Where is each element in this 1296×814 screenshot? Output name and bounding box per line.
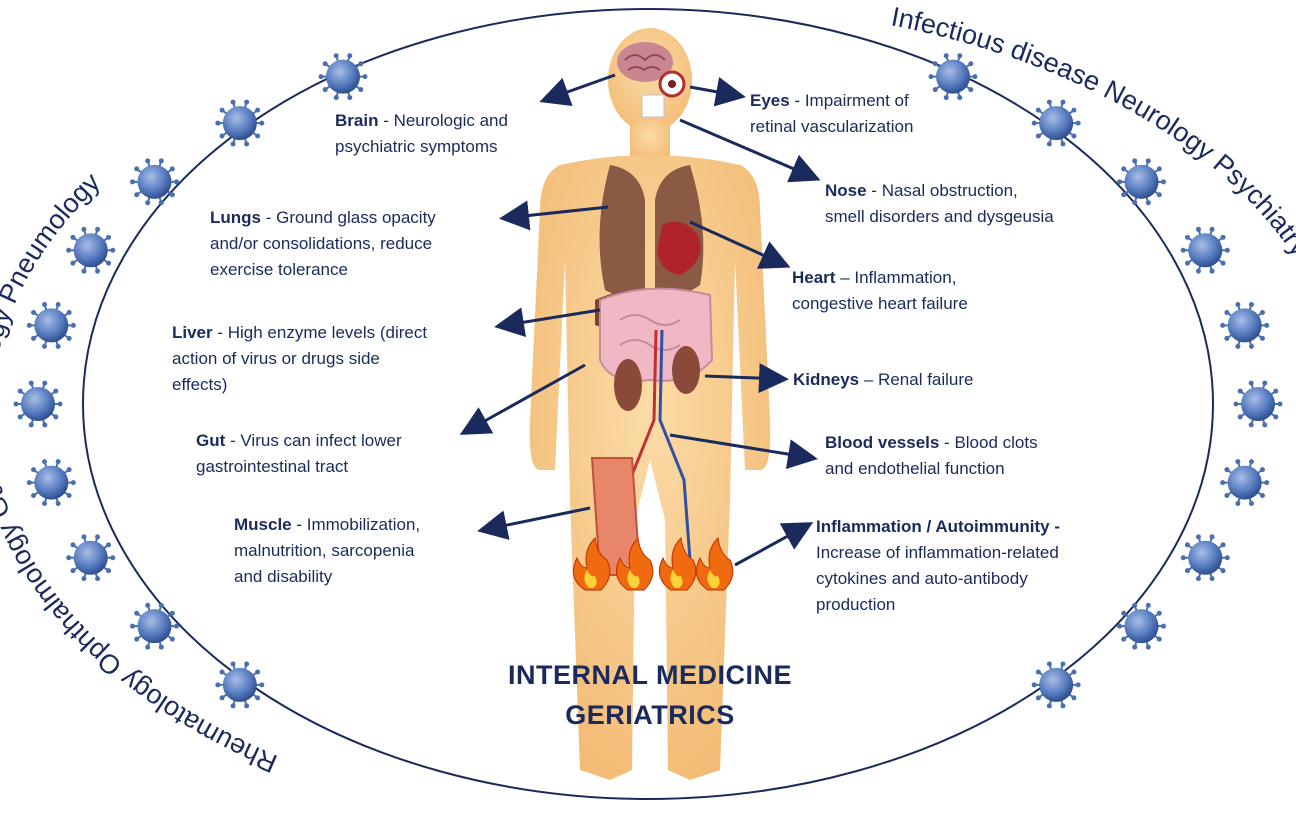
label-kidneys-sep: – [859,370,878,389]
label-gut: Gut - Virus can infect lower gastrointes… [196,428,402,480]
virus-icon [66,227,115,274]
label-gut-sep: - [225,431,240,450]
label-lungs-desc3: exercise tolerance [210,260,348,279]
label-inflammation-desc3: production [816,595,895,614]
label-liver-desc1: High enzyme levels (direct [228,323,427,342]
label-brain-desc2: psychiatric symptoms [335,137,497,156]
label-muscle-sep: - [292,515,307,534]
center-title-line2: GERIATRICS [430,700,870,731]
label-heart-desc1: Inflammation, [854,268,956,287]
label-gut-name: Gut [196,431,225,450]
label-lungs: Lungs - Ground glass opacity and/or cons… [210,205,436,283]
label-muscle-desc2: malnutrition, sarcopenia [234,541,414,560]
label-brain-name: Brain [335,111,378,130]
label-muscle: Muscle - Immobilization, malnutrition, s… [234,512,420,590]
virus-icon [27,302,76,349]
label-lungs-desc2: and/or consolidations, reduce [210,234,432,253]
label-inflammation: Inflammation / Autoimmunity - Increase o… [816,514,1060,618]
center-title-line1: INTERNAL MEDICINE [430,660,870,691]
label-eyes-desc1: Impairment of [805,91,909,110]
label-inflammation-sep: - [1050,517,1060,536]
label-eyes: Eyes - Impairment of retinal vasculariza… [750,88,913,140]
label-blood-vessels: Blood vessels - Blood clots and endothel… [825,430,1038,482]
label-kidneys: Kidneys – Renal failure [793,367,974,393]
label-inflammation-name: Inflammation / Autoimmunity [816,517,1050,536]
virus-icon [14,381,63,428]
virus-icon [1181,534,1230,581]
label-nose-desc2: smell disorders and dysgeusia [825,207,1054,226]
label-gut-desc1: Virus can infect lower [240,431,401,450]
label-heart: Heart – Inflammation, congestive heart f… [792,265,968,317]
label-kidneys-desc1: Renal failure [878,370,973,389]
eye-organ [660,72,684,96]
label-blood-vessels-desc1: Blood clots [954,433,1037,452]
nose-organ [642,95,664,117]
label-liver-desc3: effects) [172,375,227,394]
label-blood-vessels-desc2: and endothelial function [825,459,1005,478]
label-nose-sep: - [867,181,882,200]
label-inflammation-desc1: Increase of inflammation-related [816,543,1059,562]
label-nose: Nose - Nasal obstruction, smell disorder… [825,178,1054,230]
virus-icon [1220,302,1269,349]
label-heart-name: Heart [792,268,835,287]
label-gut-desc2: gastrointestinal tract [196,457,348,476]
virus-icon [27,459,76,506]
virus-icon [1220,459,1269,506]
label-blood-vessels-name: Blood vessels [825,433,939,452]
label-brain-desc1: Neurologic and [394,111,508,130]
label-eyes-sep: - [790,91,805,110]
label-blood-vessels-sep: - [939,433,954,452]
label-eyes-desc2: retinal vascularization [750,117,913,136]
label-lungs-name: Lungs [210,208,261,227]
label-inflammation-desc2: cytokines and auto-antibody [816,569,1028,588]
label-muscle-desc3: and disability [234,567,332,586]
label-liver-sep: - [213,323,228,342]
label-lungs-sep: - [261,208,276,227]
label-muscle-name: Muscle [234,515,292,534]
label-eyes-name: Eyes [750,91,790,110]
virus-icon [1181,227,1230,274]
label-liver-desc2: action of virus or drugs side [172,349,380,368]
label-nose-name: Nose [825,181,867,200]
virus-icon [1234,381,1283,428]
label-lungs-desc1: Ground glass opacity [276,208,436,227]
label-heart-sep: – [835,268,854,287]
virus-icon [66,534,115,581]
label-nose-desc1: Nasal obstruction, [882,181,1018,200]
label-brain: Brain - Neurologic and psychiatric sympt… [335,108,508,160]
label-heart-desc2: congestive heart failure [792,294,968,313]
label-kidneys-name: Kidneys [793,370,859,389]
label-liver-name: Liver [172,323,213,342]
label-brain-sep: - [378,111,393,130]
label-muscle-desc1: Immobilization, [307,515,420,534]
label-liver: Liver - High enzyme levels (direct actio… [172,320,427,398]
